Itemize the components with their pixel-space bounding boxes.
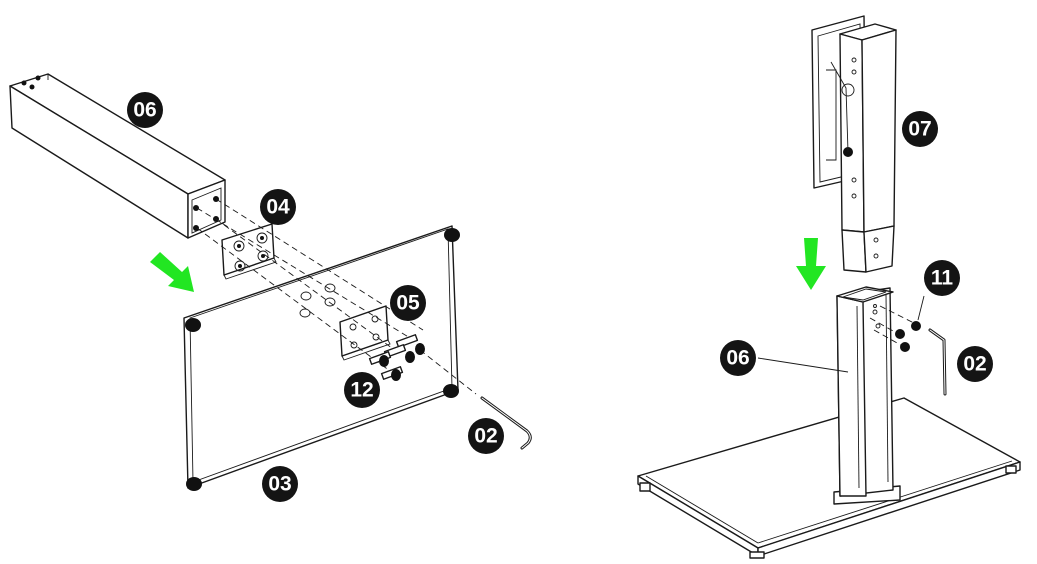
badge-label: 12	[350, 379, 373, 402]
badge-label: 02	[474, 425, 497, 448]
badge-06-right: 06	[720, 340, 756, 376]
right-assembly: 07 11 06 02	[637, 15, 1021, 559]
badge-06-left: 06	[127, 92, 163, 128]
badge-04: 04	[260, 189, 296, 225]
stand-base	[637, 397, 1021, 559]
arrow-icon	[150, 252, 194, 292]
mount-part	[811, 15, 897, 273]
badge-label: 03	[268, 473, 291, 496]
screw-icon	[368, 334, 425, 381]
badge-07: 07	[902, 111, 938, 147]
stand-post	[833, 286, 901, 505]
green-arrow	[150, 252, 194, 292]
base-plate	[183, 225, 460, 491]
foot-icon	[185, 318, 201, 332]
badge-label: 06	[726, 347, 749, 370]
foot-icon	[186, 477, 202, 491]
tube-part	[9, 73, 226, 239]
foot-icon	[443, 384, 459, 398]
badge-label: 05	[396, 292, 420, 315]
arrow-icon	[796, 238, 826, 290]
badge-label: 02	[963, 353, 986, 376]
badge-03: 03	[262, 466, 298, 502]
bracket-top	[221, 223, 277, 280]
badge-02-right: 02	[957, 346, 993, 382]
badge-12: 12	[344, 372, 380, 408]
foot-icon	[749, 551, 765, 559]
badge-11: 11	[924, 260, 960, 296]
badge-label: 04	[266, 196, 290, 219]
badge-02-left: 02	[468, 418, 504, 454]
badge-label: 11	[931, 267, 954, 290]
bracket-bottom	[339, 305, 391, 361]
foot-icon	[444, 228, 460, 242]
badge-05: 05	[390, 285, 426, 321]
left-assembly: 06 04 05 12 02 03	[9, 73, 532, 502]
badge-label: 07	[908, 118, 931, 141]
screw-icon	[869, 305, 921, 352]
badge-label: 06	[133, 99, 156, 122]
